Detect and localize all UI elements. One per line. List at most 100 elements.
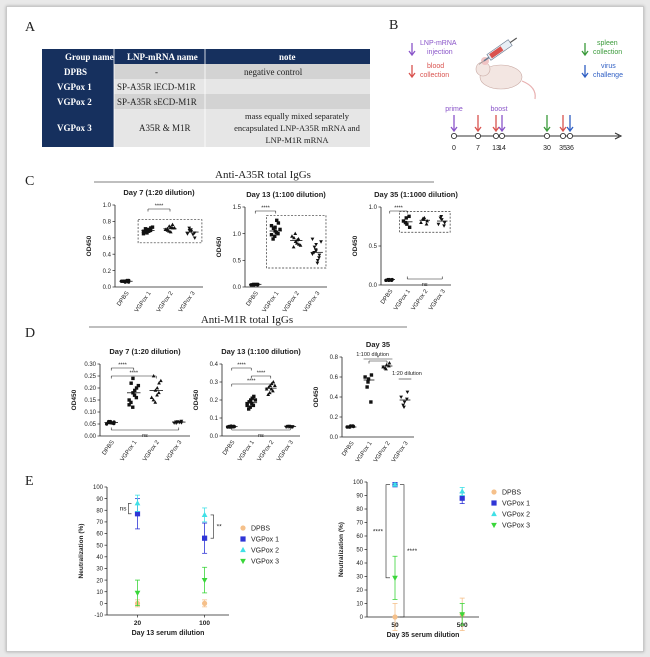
timeline-day-marker [566, 132, 574, 140]
data-point [442, 221, 447, 225]
data-point [438, 216, 443, 220]
data-point [201, 511, 208, 518]
chart-title: Day 35 [366, 340, 390, 349]
panel-label-d: D [25, 326, 35, 341]
data-point [401, 403, 405, 408]
data-point [168, 230, 173, 234]
legend-injection-line2: injection [427, 49, 453, 56]
data-point [202, 600, 208, 606]
significance-bracket [400, 484, 405, 618]
table-cell-name: SP-A35R lECD-M1R [117, 82, 196, 92]
data-point [392, 481, 398, 487]
data-point [312, 245, 317, 250]
data-point [252, 394, 256, 399]
data-point [201, 578, 208, 584]
y-tick-label: 0.05 [84, 422, 96, 428]
x-tick-label: VGPox 1 [120, 439, 139, 463]
x-axis-label: Day 13 serum dilution [132, 630, 205, 637]
table-cell-group: VGPox 2 [57, 97, 92, 107]
timeline-day-label: 30 [543, 145, 551, 152]
data-point [273, 225, 277, 229]
data-point [266, 392, 271, 396]
table-header-group: Group name [65, 52, 114, 62]
table-row [114, 64, 370, 79]
data-point [245, 401, 249, 406]
table-row [114, 79, 370, 94]
significance-label: ns [120, 506, 128, 513]
x-tick-label: VGPox 1 [134, 290, 153, 314]
data-point [436, 222, 441, 227]
y-tick-label: 100 [353, 480, 364, 486]
data-point [459, 488, 466, 494]
table-header-bg [42, 49, 370, 64]
data-point [314, 242, 318, 247]
x-tick-label: DPBS [380, 289, 394, 306]
x-tick-label: VGPox 3 [276, 439, 295, 463]
timeline-prime-label: prime [445, 106, 463, 113]
significance-label: **** [257, 371, 266, 377]
data-point [127, 398, 131, 402]
section-title-c: Anti-A35R total IgGs [215, 169, 311, 181]
timeline-day-label: 35 [559, 145, 567, 152]
y-tick-label: 0.0 [233, 285, 242, 291]
legend-virus-line2: challenge [593, 72, 623, 79]
mouse-syringe-illustration [475, 37, 536, 100]
data-point [151, 397, 156, 402]
timeline-day-label: 14 [498, 145, 506, 152]
data-point [150, 225, 155, 229]
table-cell-name: - [155, 67, 158, 77]
blood-arrow-icon [559, 115, 567, 133]
data-point [310, 252, 315, 256]
legend-injection-line1: LNP-mRNA [420, 40, 457, 47]
timeline-day-marker [450, 132, 458, 140]
y-tick-label: 0.25 [84, 374, 96, 380]
data-point [185, 232, 190, 236]
significance-label: **** [373, 528, 384, 535]
data-point [319, 240, 323, 244]
annotation: 1:20 dilution [392, 371, 422, 377]
data-point [387, 360, 392, 365]
y-tick-label: 60 [356, 534, 363, 540]
figure-canvas: A Group name LNP-mRNA name note DPBS - n… [25, 18, 623, 639]
syringe-icon [478, 37, 518, 65]
data-point [405, 390, 410, 395]
data-point [134, 590, 141, 597]
data-point [419, 220, 423, 224]
data-point [381, 364, 385, 369]
data-point [269, 387, 274, 391]
y-tick-label: 20 [96, 578, 103, 584]
legend-label: VGPox 2 [251, 547, 279, 554]
data-point [169, 225, 173, 229]
y-axis-label: OD450 [71, 389, 78, 410]
data-point [157, 381, 161, 385]
legend-blood-line2: collection [420, 72, 449, 79]
data-point [404, 216, 408, 220]
chart-title: Day 7 (1:20 dilution) [123, 188, 195, 197]
data-point [315, 258, 320, 263]
legend-marker [491, 522, 497, 529]
data-point [145, 227, 149, 232]
data-point [129, 381, 133, 385]
legend-label: DPBS [251, 525, 270, 532]
legend-label: VGPox 3 [251, 558, 279, 565]
data-point [250, 283, 255, 287]
y-axis-label: Neutralization (%) [338, 522, 345, 577]
legend-marker [491, 510, 497, 517]
data-point [291, 244, 296, 249]
y-tick-label: 0.5 [233, 259, 242, 265]
data-point [127, 403, 131, 407]
y-tick-label: 10 [96, 590, 103, 596]
data-point [317, 256, 321, 260]
data-point [251, 403, 256, 408]
data-point [292, 235, 296, 240]
data-point [275, 218, 279, 223]
data-point [389, 278, 394, 283]
data-point [170, 222, 175, 227]
data-point [134, 500, 141, 506]
legend-spleen-line1: spleen [597, 40, 618, 47]
legend-label: VGPox 1 [251, 536, 279, 543]
chart-title: Day 13 (1:100 dilution) [221, 347, 301, 356]
data-point [363, 375, 367, 379]
data-point [392, 614, 398, 620]
